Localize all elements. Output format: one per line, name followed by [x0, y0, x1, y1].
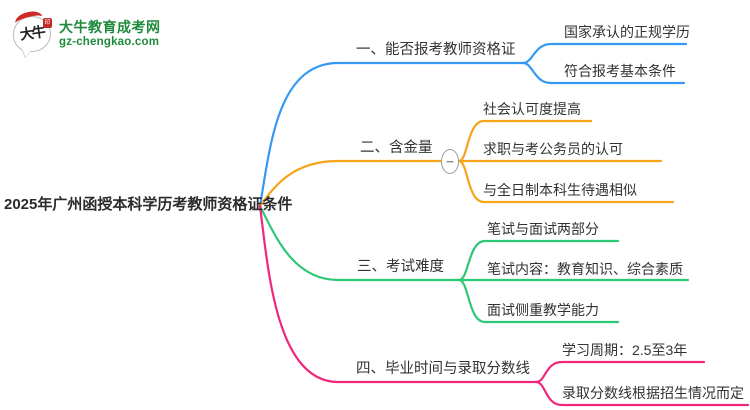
logo-title: 大牛教育成考网: [59, 19, 161, 35]
logo-text-column: 大牛教育成考网 gz-chengkao.com: [59, 14, 161, 49]
logo-domain-url: gz-chengkao.com: [59, 36, 160, 48]
logo-bubble-icon: 大牛 印: [13, 8, 53, 59]
branch3-child2-node[interactable]: 笔试内容：教育知识、综合素质: [487, 261, 683, 277]
branch4-child2-node[interactable]: 录取分数线根据招生情况而定: [562, 385, 744, 401]
branch3-node[interactable]: 三、考试难度: [357, 259, 444, 275]
branch3-child1-node[interactable]: 笔试与面试两部分: [487, 221, 599, 237]
central-topic-node[interactable]: 2025年广州函授本科学历考教师资格证条件: [4, 196, 293, 213]
logo-seal-icon: 印: [43, 18, 52, 28]
branch2-connectors: [258, 119, 675, 208]
branch1-child2-node[interactable]: 符合报考基本条件: [564, 63, 676, 79]
branch2-collapse-toggle[interactable]: −: [441, 149, 459, 174]
branch1-connectors: [258, 42, 688, 208]
branch2-child1-node[interactable]: 社会认可度提高: [483, 101, 581, 117]
branch1-node[interactable]: 一、能否报考教师资格证: [356, 42, 516, 58]
branch3-connectors: [258, 204, 690, 324]
branch2-child2-node[interactable]: 求职与考公务员的认可: [483, 141, 623, 157]
branch4-node[interactable]: 四、毕业时间与录取分数线: [356, 361, 530, 377]
branch2-child3-node[interactable]: 与全日制本科生待遇相似: [483, 182, 637, 198]
branch1-child1-node[interactable]: 国家承认的正规学历: [564, 24, 690, 40]
branch4-child1-node[interactable]: 学习周期：2.5至3年: [562, 342, 688, 358]
branch3-child3-node[interactable]: 面试侧重教学能力: [487, 302, 599, 318]
branch2-node[interactable]: 二、含金量: [360, 140, 433, 156]
branch4-connectors: [258, 204, 750, 407]
site-logo[interactable]: 大牛 印 大牛教育成考网 gz-chengkao.com: [13, 8, 161, 59]
